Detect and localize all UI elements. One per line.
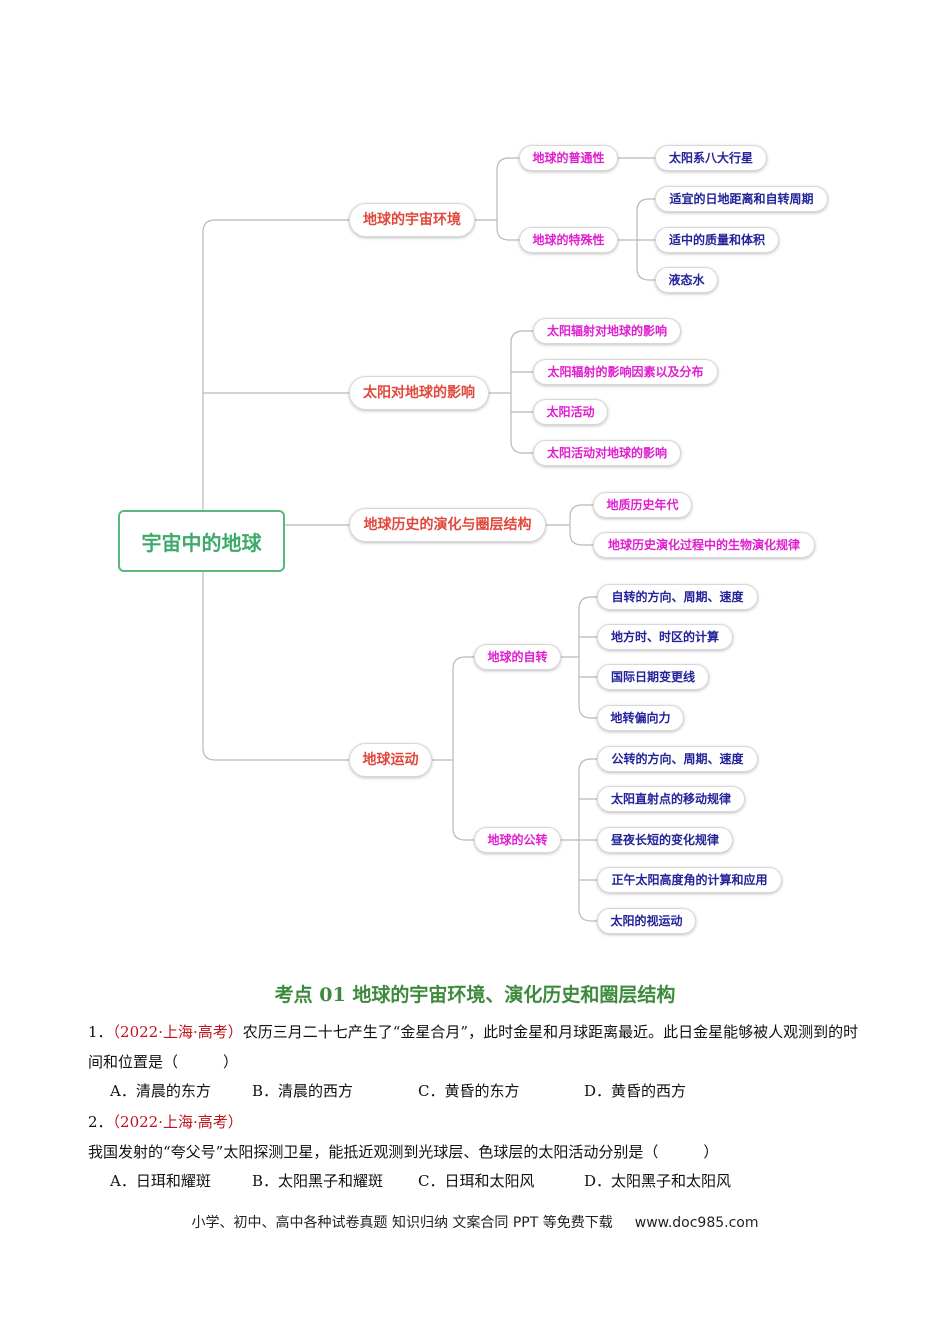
option-a: A．日珥和耀斑 <box>110 1172 211 1190</box>
question-source: （2022·上海·高考） <box>112 1023 243 1041</box>
mind-map <box>202 157 655 922</box>
topic-node: 地球的普通性 <box>519 145 618 171</box>
footer-site-link[interactable]: www.doc985.com <box>634 1215 759 1231</box>
topic-node: 地球的自转 <box>474 644 561 670</box>
section-title: 考点 01 地球的宇宙环境、演化历史和圈层结构 <box>274 984 676 1006</box>
connector-line <box>578 596 597 657</box>
connector-line <box>578 657 597 719</box>
question-number: 1． <box>88 1023 113 1041</box>
branch-node: 地球的宇宙环境 <box>349 203 475 237</box>
topic-node: 太阳辐射的影响因素以及分布 <box>533 359 718 385</box>
subtopic-node: 自转的方向、周期、速度 <box>597 584 758 610</box>
connector-line <box>569 504 593 525</box>
subtopic-node: 国际日期变更线 <box>597 664 709 690</box>
connector-line <box>496 157 519 220</box>
connector-line <box>578 758 597 840</box>
footer-text: 小学、初中、高中各种试卷真题 知识归纳 文案合同 PPT 等免费下载 <box>191 1215 613 1231</box>
connector-line <box>636 198 655 240</box>
option-b: B．太阳黑子和耀斑 <box>252 1172 384 1190</box>
question-source: （2022·上海·高考） <box>112 1113 243 1131</box>
root-node: 宇宙中的地球 <box>118 510 285 572</box>
connector-line <box>578 840 597 922</box>
topic-node: 地球历史演化过程中的生物演化规律 <box>593 532 815 558</box>
connector-line <box>569 525 593 546</box>
connector-line <box>496 220 519 241</box>
connector-line <box>452 656 474 760</box>
question-2: 2．（2022·上海·高考） 我国发射的“夸父号”太阳探测卫星，能抵近观测到光球层… <box>88 1107 868 1167</box>
footer: 小学、初中、高中各种试卷真题 知识归纳 文案合同 PPT 等免费下载 www.do… <box>0 1212 950 1232</box>
option-d: D．黄昏的西方 <box>584 1082 687 1100</box>
connector-line <box>510 330 533 393</box>
subtopic-node: 适中的质量和体积 <box>655 227 779 253</box>
connector-line <box>202 219 349 510</box>
topic-node: 太阳活动对地球的影响 <box>533 440 681 466</box>
connector-line <box>510 393 533 454</box>
topic-node: 地质历史年代 <box>593 492 692 518</box>
subtopic-node: 太阳直射点的移动规律 <box>597 786 745 812</box>
option-d: D．太阳黑子和太阳风 <box>584 1172 732 1190</box>
subtopic-node: 正午太阳高度角的计算和应用 <box>597 867 782 893</box>
subtopic-node: 昼夜长短的变化规律 <box>597 827 733 853</box>
option-c: C．日珥和太阳风 <box>418 1172 535 1190</box>
subtopic-node: 地转偏向力 <box>597 705 684 731</box>
option-c: C．黄昏的东方 <box>418 1082 520 1100</box>
topic-node: 太阳活动 <box>533 399 608 425</box>
branch-node: 地球运动 <box>349 743 432 777</box>
question-number: 2． <box>88 1113 113 1131</box>
subtopic-node: 地方时、时区的计算 <box>597 624 733 650</box>
topic-node: 太阳辐射对地球的影响 <box>533 318 681 344</box>
question-stem: 我国发射的“夸父号”太阳探测卫星，能抵近观测到光球层、色球层的太阳活动分别是（ … <box>88 1143 719 1161</box>
question-1: 1．（2022·上海·高考）农历三月二十七产生了“金星合月”，此时金星和月球距离… <box>88 1017 868 1077</box>
option-a: A．清晨的东方 <box>110 1082 211 1100</box>
subtopic-node: 太阳的视运动 <box>597 908 696 934</box>
topic-node: 地球的特殊性 <box>519 227 618 253</box>
branch-node: 地球历史的演化与圈层结构 <box>349 508 546 542</box>
topic-node: 地球的公转 <box>474 827 561 853</box>
connector-line <box>202 572 349 761</box>
branch-node: 太阳对地球的影响 <box>349 376 489 410</box>
connector-line <box>636 240 655 281</box>
subtopic-node: 适宜的日地距离和自转周期 <box>655 186 828 212</box>
option-b: B．清晨的西方 <box>252 1082 354 1100</box>
subtopic-node: 太阳系八大行星 <box>655 145 767 171</box>
subtopic-node: 液态水 <box>655 267 718 293</box>
question-stem: 农历三月二十七产生了“金星合月”，此时金星和月球距离最近。此日金星能够被人观测到… <box>88 1023 859 1071</box>
connector-line <box>452 760 474 841</box>
subtopic-node: 公转的方向、周期、速度 <box>597 746 758 772</box>
